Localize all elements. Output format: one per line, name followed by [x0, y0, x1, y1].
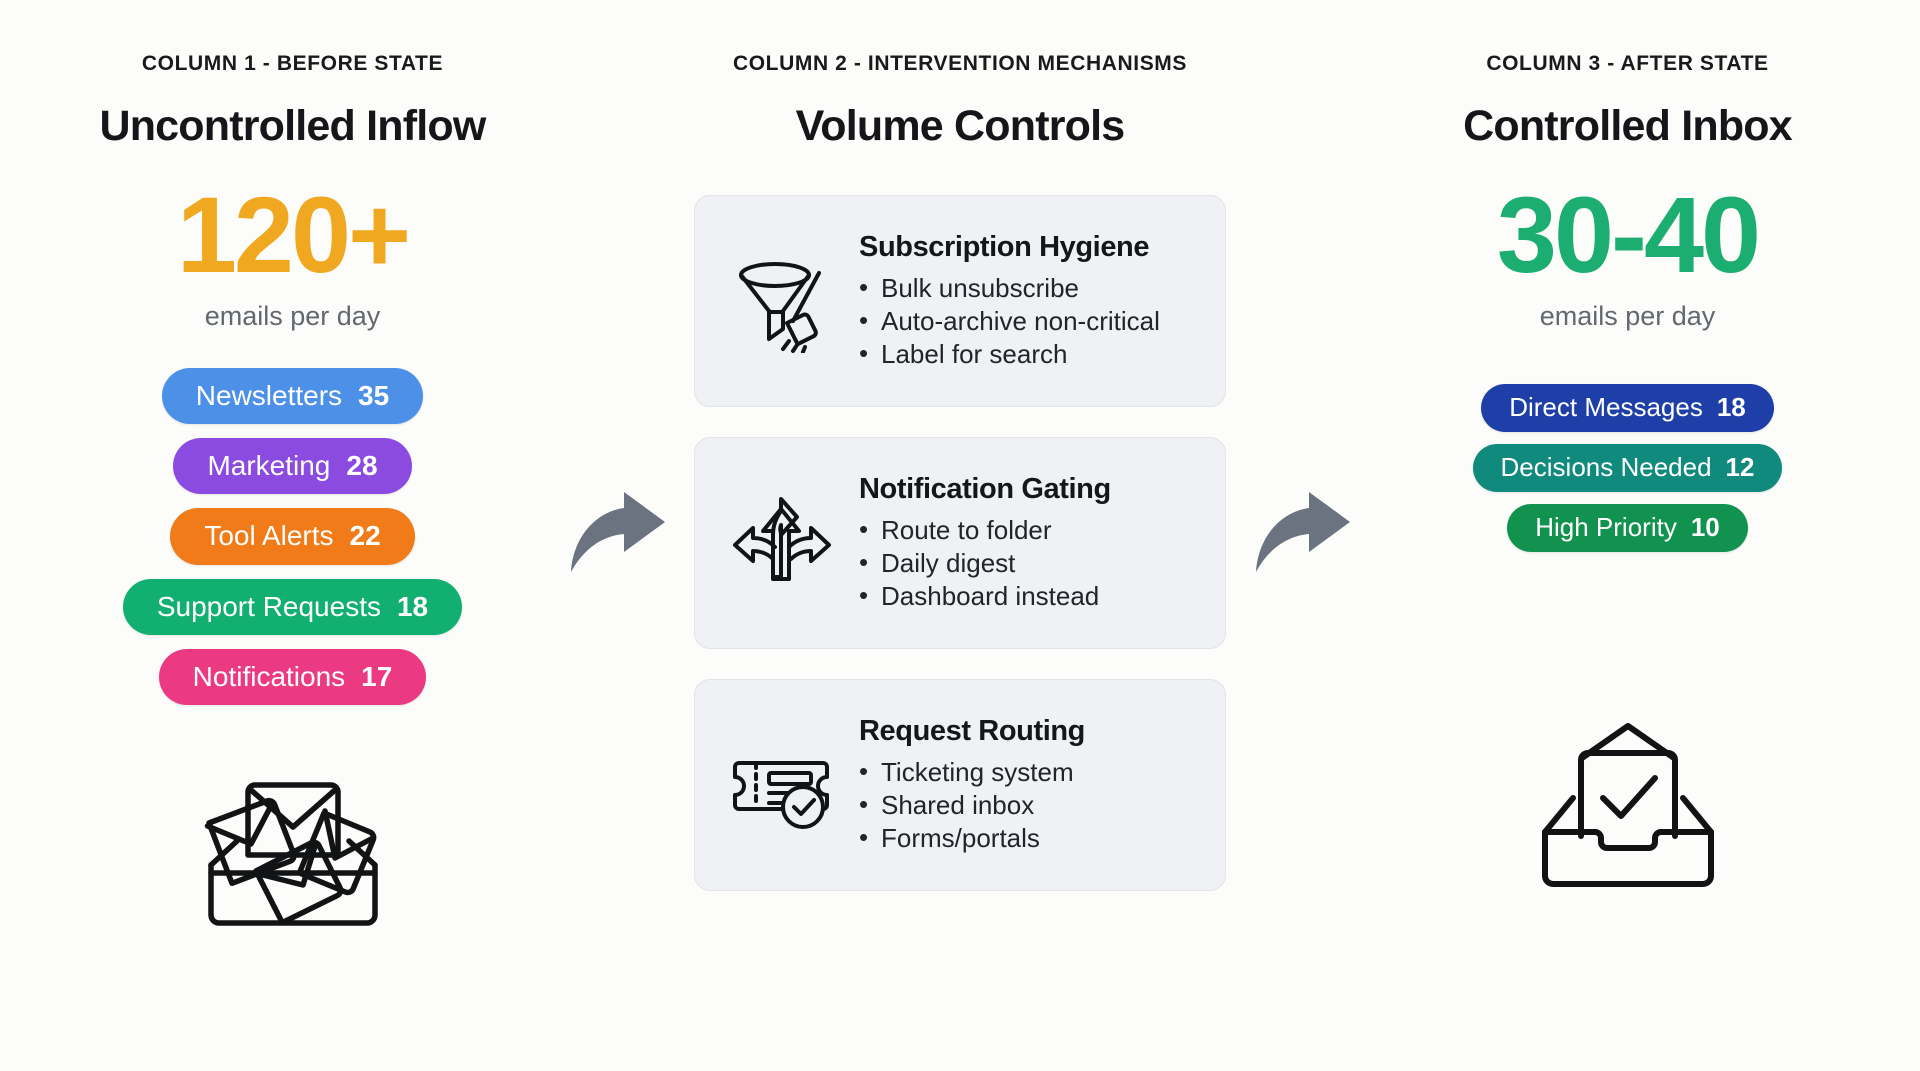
column-3-title: Controlled Inbox: [1463, 102, 1793, 150]
pill-count: 17: [361, 660, 393, 692]
pill-support-requests[interactable]: Support Requests 18: [122, 578, 463, 635]
card-subscription-hygiene[interactable]: Subscription Hygiene Bulk unsubscribe Au…: [694, 195, 1226, 407]
pill-count: 10: [1690, 511, 1720, 542]
three-way-arrows-icon: [733, 497, 831, 581]
card-2-bullet-3: Dashboard instead: [859, 579, 1203, 613]
card-2-body: Notification Gating Route to folder Dail…: [859, 473, 1203, 614]
card-3-bullets: Ticketing system Shared inbox Forms/port…: [859, 755, 1203, 856]
pill-label: Marketing: [207, 450, 331, 482]
card-1-title: Subscription Hygiene: [859, 230, 1150, 263]
intervention-card-list: Subscription Hygiene Bulk unsubscribe Au…: [694, 195, 1226, 891]
pill-decisions-needed[interactable]: Decisions Needed 12: [1472, 443, 1783, 492]
card-3-bullet-3: Forms/portals: [859, 821, 1203, 855]
pill-direct-messages[interactable]: Direct Messages 18: [1481, 384, 1774, 432]
column-1-metric-caption: emails per day: [204, 301, 381, 331]
flow-arrow-2-icon: [1255, 492, 1350, 572]
card-2-title: Notification Gating: [859, 472, 1111, 505]
card-1-bullet-2: Auto-archive non-critical: [859, 304, 1203, 338]
inbox-check-icon-wrap: [1535, 720, 1721, 940]
card-1-body: Subscription Hygiene Bulk unsubscribe Au…: [859, 231, 1203, 372]
column-1-metric: 120+: [176, 174, 411, 295]
card-2-bullet-2: Daily digest: [859, 546, 1203, 580]
flow-arrow-2-wrap: [1240, 0, 1365, 576]
column-after-state: COLUMN 3 - AFTER STATE Controlled Inbox …: [1365, 0, 1890, 940]
pill-count: 18: [396, 590, 429, 622]
funnel-broom-icon-wrap: [713, 249, 853, 353]
column-3-kicker: COLUMN 3 - AFTER STATE: [1486, 52, 1769, 75]
pill-count: 18: [1716, 392, 1746, 422]
column-3-metric-caption: emails per day: [1539, 301, 1716, 331]
card-1-bullets: Bulk unsubscribe Auto-archive non-critic…: [859, 271, 1203, 372]
pill-count: 35: [358, 380, 390, 411]
ticket-check-icon: [733, 761, 829, 829]
column-2-title: Volume Controls: [795, 102, 1126, 150]
card-2-bullets: Route to folder Daily digest Dashboard i…: [859, 513, 1203, 614]
card-2-bullet-1: Route to folder: [859, 513, 1203, 547]
pill-count: 22: [349, 520, 381, 552]
pill-label: Decisions Needed: [1500, 451, 1712, 482]
card-1-bullet-3: Label for search: [859, 337, 1203, 371]
pill-high-priority[interactable]: High Priority 10: [1507, 503, 1748, 552]
three-way-arrows-icon-wrap: [713, 491, 853, 595]
card-3-bullet-1: Ticketing system: [859, 755, 1203, 789]
card-1-bullet-1: Bulk unsubscribe: [859, 271, 1203, 305]
pill-notifications[interactable]: Notifications 17: [158, 648, 427, 705]
pill-label: High Priority: [1535, 511, 1677, 542]
column-2-kicker: COLUMN 2 - INTERVENTION MECHANISMS: [732, 52, 1188, 75]
pill-newsletters[interactable]: Newsletters 35: [161, 368, 424, 425]
column-1-title: Uncontrolled Inflow: [99, 102, 486, 150]
column-before-state: COLUMN 1 - BEFORE STATE Uncontrolled Inf…: [30, 0, 555, 978]
card-3-body: Request Routing Ticketing system Shared …: [859, 715, 1203, 856]
pill-label: Newsletters: [195, 380, 343, 411]
overflowing-inbox-icon: [204, 782, 378, 926]
card-request-routing[interactable]: Request Routing Ticketing system Shared …: [694, 679, 1226, 891]
card-3-title: Request Routing: [859, 714, 1085, 747]
card-3-bullet-2: Shared inbox: [859, 788, 1203, 822]
column-interventions: COLUMN 2 - INTERVENTION MECHANISMS Volum…: [680, 0, 1240, 891]
overflowing-inbox-icon-wrap: [193, 755, 393, 978]
before-state-pill-list: Newsletters 35 Marketing 28 Tool Alerts …: [122, 368, 463, 705]
inbox-check-icon: [1541, 722, 1714, 887]
flow-arrow-1-wrap: [555, 0, 680, 576]
column-3-metric: 30-40: [1496, 174, 1761, 295]
pill-count: 28: [346, 450, 378, 482]
pill-label: Support Requests: [156, 590, 381, 622]
column-1-kicker: COLUMN 1 - BEFORE STATE: [141, 52, 444, 75]
pill-label: Notifications: [192, 660, 346, 692]
ticket-check-icon-wrap: [713, 733, 853, 837]
pill-label: Tool Alerts: [204, 520, 334, 552]
pill-label: Direct Messages: [1509, 392, 1703, 422]
funnel-broom-icon: [739, 262, 821, 353]
card-notification-gating[interactable]: Notification Gating Route to folder Dail…: [694, 437, 1226, 649]
pill-tool-alerts[interactable]: Tool Alerts 22: [170, 508, 415, 565]
after-state-pill-list: Direct Messages 18 Decisions Needed 12 H…: [1472, 384, 1783, 552]
flow-arrow-1-icon: [570, 492, 665, 572]
pill-count: 12: [1725, 451, 1755, 482]
pill-marketing[interactable]: Marketing 28: [173, 438, 412, 495]
